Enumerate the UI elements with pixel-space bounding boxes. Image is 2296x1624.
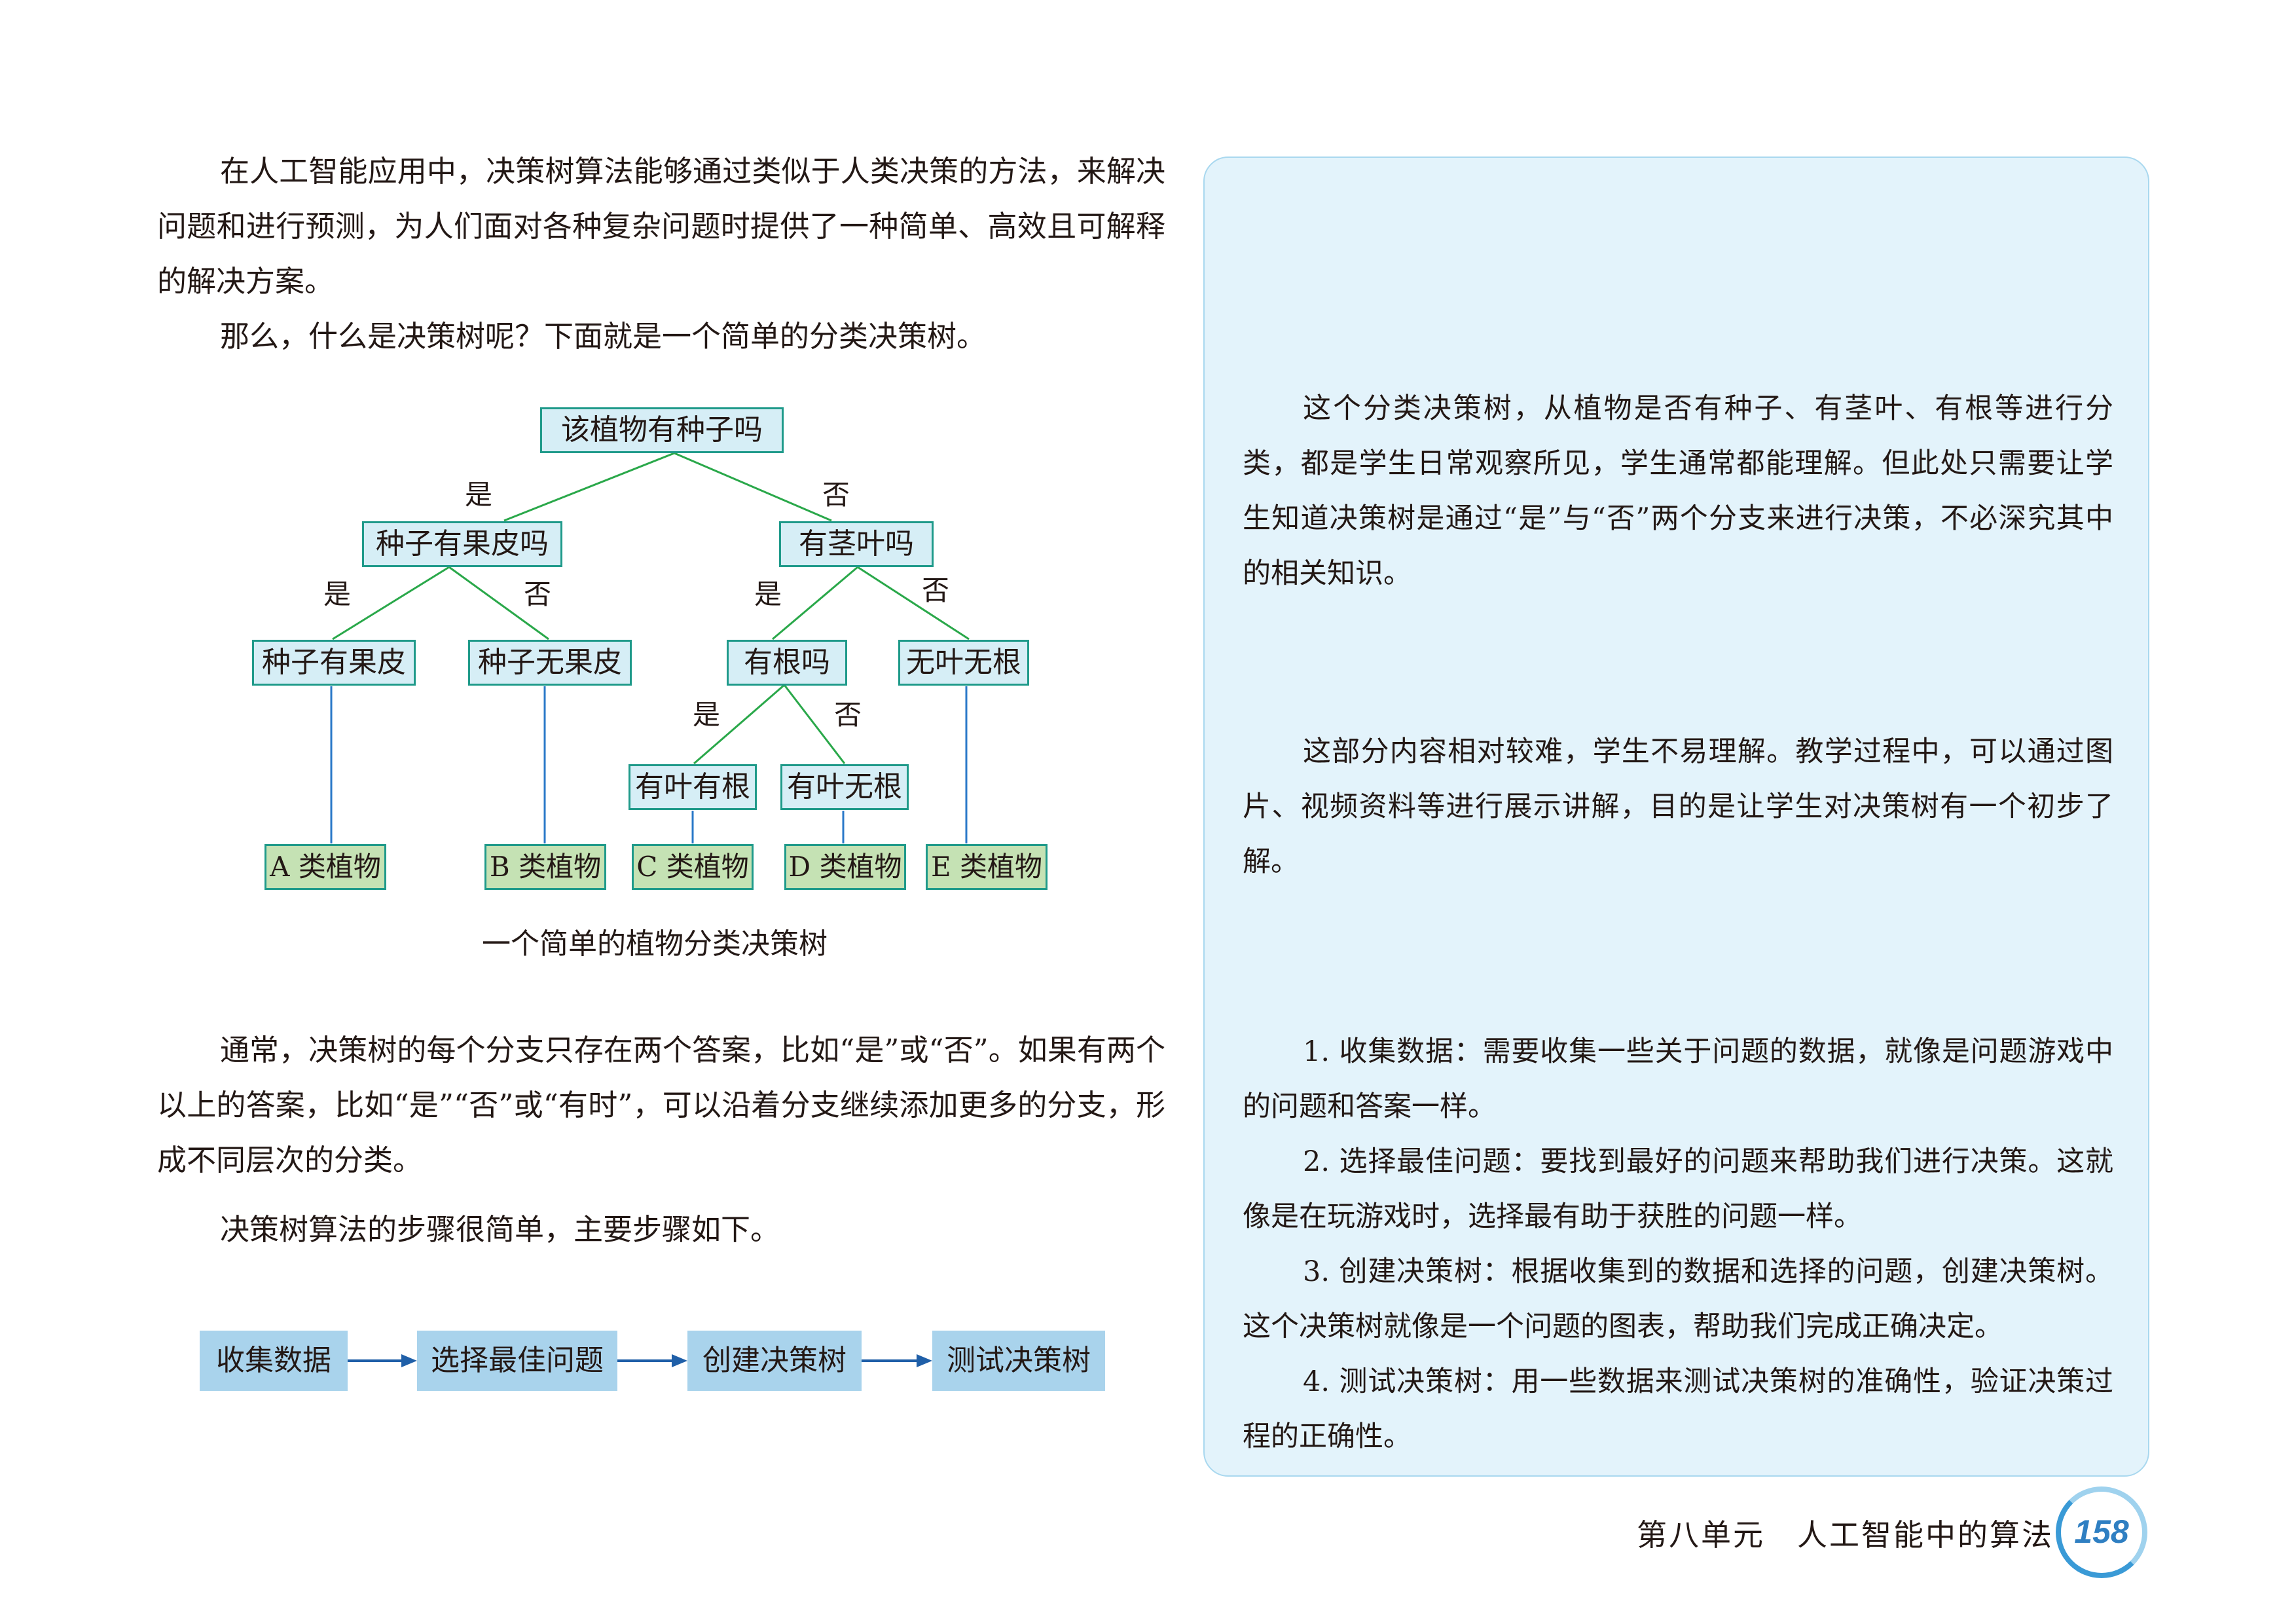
label-root-no: 否 — [822, 479, 850, 511]
flow-step-choose-question: 选择最佳问题 — [417, 1331, 617, 1391]
flow-step-test-tree: 测试决策树 — [932, 1331, 1105, 1391]
tree-leaf-b: B 类植物 — [484, 844, 606, 890]
intro-paragraph-2: 那么，什么是决策树呢？下面就是一个简单的分类决策树。 — [220, 319, 987, 354]
note-tree-explanation: 这个分类决策树，从植物是否有种子、有茎叶、有根等进行分类，都是学生日常观察所见，… — [1243, 392, 2113, 590]
tree-caption: 一个简单的植物分类决策树 — [482, 927, 828, 961]
body-paragraph-4: 决策树算法的步骤很简单，主要步骤如下。 — [220, 1212, 780, 1247]
tree-node-seed-has-peel: 种子有果皮 — [252, 640, 416, 686]
tree-leaf-c: C 类植物 — [632, 844, 754, 890]
label-root-yes: 是 — [465, 479, 493, 511]
note-step-4: 4. 测试决策树：用一些数据来测试决策树的准确性，验证决策过程的正确性。 — [1243, 1365, 2113, 1453]
flow-step-create-tree: 创建决策树 — [687, 1331, 862, 1391]
edge-root-right — [674, 452, 832, 522]
tree-node-seed-no-peel: 种子无果皮 — [468, 640, 632, 686]
edge-root-left — [503, 452, 675, 522]
tree-node-root: 该植物有种子吗 — [540, 407, 784, 453]
tree-node-leaf-no-root: 有叶无根 — [780, 764, 909, 810]
tree-node-has-root: 有根吗 — [727, 640, 847, 686]
note-step-1: 1. 收集数据：需要收集一些关于问题的数据，就像是问题游戏中的问题和答案一样。 — [1243, 1035, 2113, 1123]
edge-root-no — [783, 684, 846, 764]
page-number: 158 — [2074, 1513, 2129, 1550]
intro-paragraph-1: 在人工智能应用中，决策树算法能够通过类似于人类决策的方法，来解决问题和进行预测，… — [157, 154, 1165, 299]
teaching-notes-panel — [1203, 157, 2149, 1477]
body-paragraph-3: 通常，决策树的每个分支只存在两个答案，比如“是”或“否”。如果有两个以上的答案，… — [157, 1033, 1165, 1177]
label-stem-no: 否 — [922, 574, 950, 606]
flow-step-collect-data: 收集数据 — [200, 1331, 348, 1391]
tree-node-leaf-root: 有叶有根 — [629, 764, 757, 810]
tree-node-seed-peel: 种子有果皮吗 — [362, 521, 562, 567]
label-root-q-no: 否 — [834, 699, 862, 731]
label-root-q-yes: 是 — [693, 699, 721, 731]
unit-title: 第八单元 人工智能中的算法 — [1637, 1517, 2054, 1553]
tree-leaf-d: D 类植物 — [784, 844, 906, 890]
edge-peel-left — [332, 566, 450, 640]
edge-peel-right — [448, 566, 549, 640]
tree-leaf-a: A 类植物 — [264, 844, 386, 890]
label-peel-no: 否 — [524, 578, 552, 610]
note-steps-list: 1. 收集数据：需要收集一些关于问题的数据，就像是问题游戏中的问题和答案一样。 … — [1243, 1024, 2113, 1464]
note-difficulty: 这部分内容相对较难，学生不易理解。教学过程中，可以通过图片、视频资料等进行展示讲… — [1243, 735, 2113, 878]
page-number-badge — [2056, 1486, 2147, 1578]
edge-root-yes — [693, 684, 785, 765]
label-peel-yes: 是 — [323, 578, 352, 610]
note-step-2: 2. 选择最佳问题：要找到最好的问题来帮助我们进行决策。这就像是在玩游戏时，选择… — [1243, 1145, 2113, 1233]
tree-node-no-leaf-no-root: 无叶无根 — [898, 640, 1029, 686]
label-stem-yes: 是 — [754, 578, 782, 610]
note-step-3: 3. 创建决策树：根据收集到的数据和选择的问题，创建决策树。这个决策树就像是一个… — [1243, 1255, 2113, 1343]
edge-stem-left — [772, 566, 858, 640]
tree-leaf-e: E 类植物 — [926, 844, 1048, 890]
edge-stem-right — [857, 566, 970, 640]
tree-node-stem-leaf: 有茎叶吗 — [779, 521, 934, 567]
